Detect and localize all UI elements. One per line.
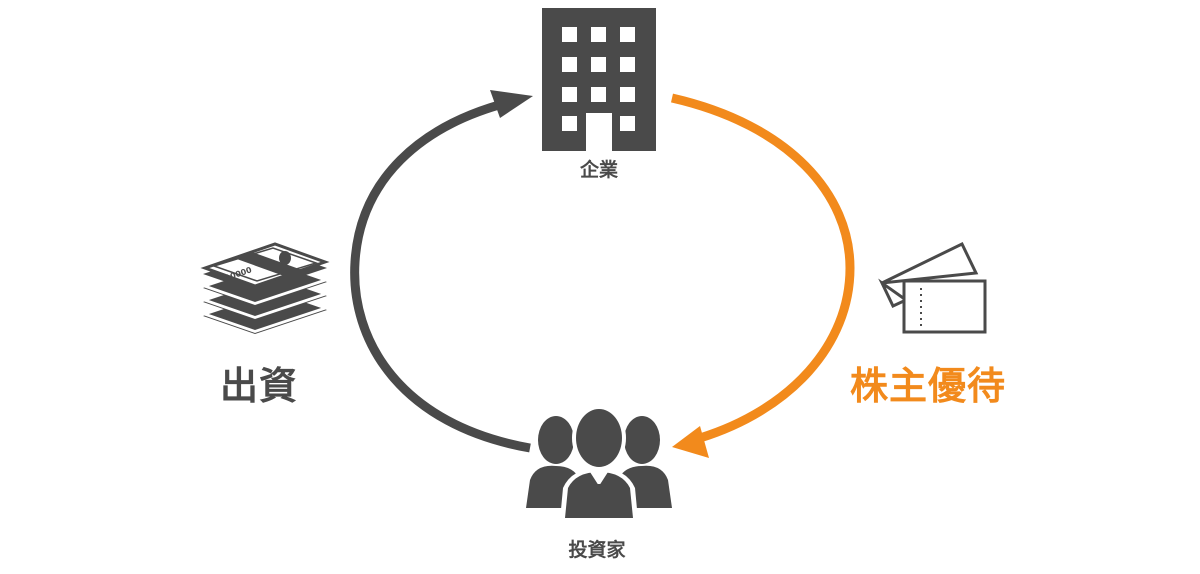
benefit-label: 株主優待 <box>850 364 1007 408</box>
company-label: 企業 <box>579 159 619 181</box>
investment-arrow <box>350 97 531 453</box>
voucher-tickets-icon <box>878 241 987 334</box>
businesspeople-group-icon <box>526 405 672 520</box>
investment-label: 出資 <box>220 364 299 408</box>
benefit-arrow <box>670 93 855 443</box>
benefit-arrowhead <box>672 426 709 458</box>
banknote-stack-icon: 10000 <box>200 242 330 334</box>
investor-label: 投資家 <box>568 539 626 561</box>
office-building-icon <box>542 8 656 151</box>
investment-arrowhead <box>490 90 533 118</box>
